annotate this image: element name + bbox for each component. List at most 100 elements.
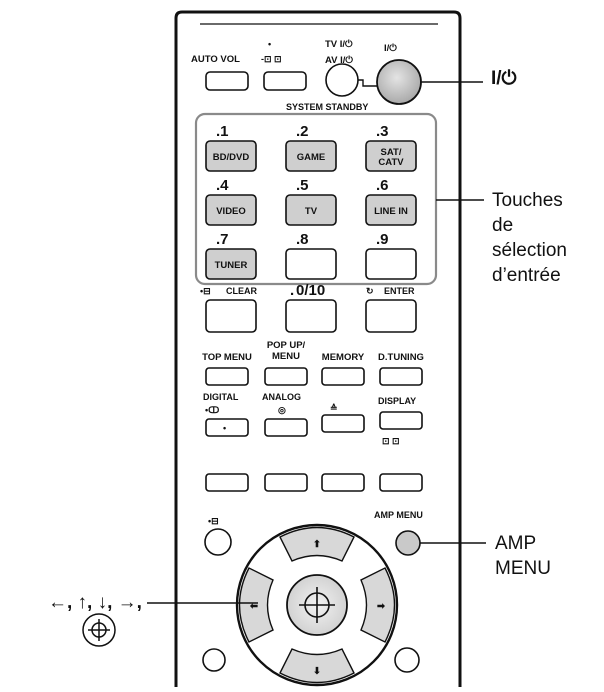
left-arrow-button[interactable] <box>238 567 274 643</box>
input-button-label: SAT/ <box>381 147 402 158</box>
enter-button[interactable] <box>365 299 417 333</box>
clear-icon: •⊟ <box>200 286 211 296</box>
input-button-3[interactable] <box>365 140 417 172</box>
input-number: .3 <box>376 123 389 140</box>
analog-button[interactable] <box>264 418 308 437</box>
return-button[interactable] <box>202 648 226 672</box>
display-button[interactable] <box>379 411 423 430</box>
tv-power-label: TV I/⏻ <box>325 38 353 50</box>
svg-text:•: • <box>223 423 226 433</box>
top-menu-button[interactable] <box>205 367 249 386</box>
input-button-7[interactable] <box>205 248 257 280</box>
directional-pad: ⬆ ⬇ ⬅ ➡ <box>235 523 399 687</box>
power-button[interactable] <box>376 59 422 105</box>
input-number: .9 <box>376 231 389 248</box>
av-power-button[interactable] <box>325 63 359 97</box>
input-button-1[interactable] <box>205 140 257 172</box>
menu-label: D.TUNING <box>378 352 424 363</box>
power-callout: I/⏻ <box>491 68 517 89</box>
memory-button[interactable] <box>321 367 365 386</box>
input-keys-callout-line: Touches <box>492 190 563 211</box>
color-button-3[interactable] <box>321 473 365 492</box>
display-icons: ⊡ ⊡ <box>382 436 400 446</box>
digital-label: DIGITAL <box>203 392 239 402</box>
input-keys-group-outline <box>194 112 438 286</box>
menu-label: TOP MENU <box>202 352 252 363</box>
auto-vol-button[interactable] <box>205 71 249 91</box>
color-button-2[interactable] <box>264 473 308 492</box>
zero-label: 0/10 <box>296 282 325 299</box>
color-button-1[interactable] <box>205 473 249 492</box>
right-arrow-icon: ➡ <box>377 601 386 612</box>
input-keys-callout: Touches de sélection d’entrée <box>492 188 567 288</box>
amp-menu-button[interactable] <box>395 530 421 556</box>
up-arrow-icon: ⬆ <box>313 539 321 550</box>
display-label: DISPLAY <box>378 396 416 406</box>
zero-button[interactable] <box>285 299 337 333</box>
d-tuning-button[interactable] <box>379 367 423 386</box>
up-arrow-button[interactable] <box>279 526 355 562</box>
menu-label: MENU <box>272 351 300 362</box>
input-button-label: GAME <box>297 152 326 163</box>
input-number: .4 <box>216 177 229 194</box>
input-button-label: TV <box>305 206 318 217</box>
av-power-label: AV I/⏻ <box>325 54 353 66</box>
input-number: .5 <box>296 177 309 194</box>
input-number: .1 <box>216 123 229 140</box>
digital-icon: •ↀ <box>205 405 219 415</box>
main-power-label: I/⏻ <box>384 42 397 54</box>
callout-enter-icon <box>82 613 116 647</box>
input-icon: • -⊡ ⊡ <box>261 39 282 64</box>
right-arrow-button[interactable] <box>360 567 396 643</box>
input-button-label: LINE IN <box>374 206 408 217</box>
center-enter-icon <box>299 587 335 623</box>
menu-label: MEMORY <box>322 352 365 363</box>
input-keys-callout-line: sélection <box>492 240 567 261</box>
camera-icon: ≙ <box>330 403 338 413</box>
input-keys-callout-line: de <box>492 215 514 236</box>
input-button-4[interactable] <box>205 194 257 226</box>
guide-button[interactable] <box>204 528 232 556</box>
menu-label: POP UP/ <box>267 340 306 351</box>
svg-text:•: • <box>268 39 271 49</box>
options-button[interactable] <box>394 647 420 673</box>
svg-text:-⊡ ⊡: -⊡ ⊡ <box>261 54 282 64</box>
popup-menu-button[interactable] <box>264 367 308 386</box>
down-arrow-icon: ⬇ <box>313 666 321 677</box>
input-number: .8 <box>296 231 309 248</box>
analog-icon: ◎ <box>278 405 286 415</box>
input-mode-button[interactable] <box>263 71 307 91</box>
input-button-9[interactable] <box>365 248 417 280</box>
input-number: .7 <box>216 231 229 248</box>
clear-label: CLEAR <box>226 286 257 296</box>
angle-button[interactable] <box>321 414 365 433</box>
input-number: .6 <box>376 177 389 194</box>
menu-row: TOP MENU POP UP/MENU MEMORY D.TUNING <box>202 340 424 386</box>
enter-icon: ↻ <box>366 286 374 296</box>
input-keys-callout-line: d’entrée <box>492 265 561 286</box>
system-standby-label: SYSTEM STANDBY <box>286 102 368 112</box>
amp-menu-callout-line: AMP <box>495 533 537 554</box>
input-button-5[interactable] <box>285 194 337 226</box>
analog-label: ANALOG <box>262 392 301 402</box>
amp-menu-callout: AMP MENU <box>495 531 551 581</box>
color-button-4[interactable] <box>379 473 423 492</box>
clear-button[interactable] <box>205 299 257 333</box>
input-button-label: CATV <box>378 157 404 168</box>
down-arrow-button[interactable] <box>279 648 355 684</box>
left-arrow-icon: ⬅ <box>249 601 259 612</box>
input-button-2[interactable] <box>285 140 337 172</box>
digital-button[interactable] <box>205 418 249 437</box>
input-button-8[interactable] <box>285 248 337 280</box>
amp-menu-callout-line: MENU <box>495 558 551 579</box>
input-button-label: VIDEO <box>216 206 246 217</box>
enter-label: ENTER <box>384 286 415 296</box>
input-number: .2 <box>296 123 309 140</box>
input-button-6[interactable] <box>365 194 417 226</box>
input-button-label: BD/DVD <box>213 152 250 163</box>
arrows-callout: ←, ↑, ↓, →, <box>48 592 142 613</box>
amp-menu-label: AMP MENU <box>374 510 423 520</box>
auto-vol-label: AUTO VOL <box>191 54 240 65</box>
